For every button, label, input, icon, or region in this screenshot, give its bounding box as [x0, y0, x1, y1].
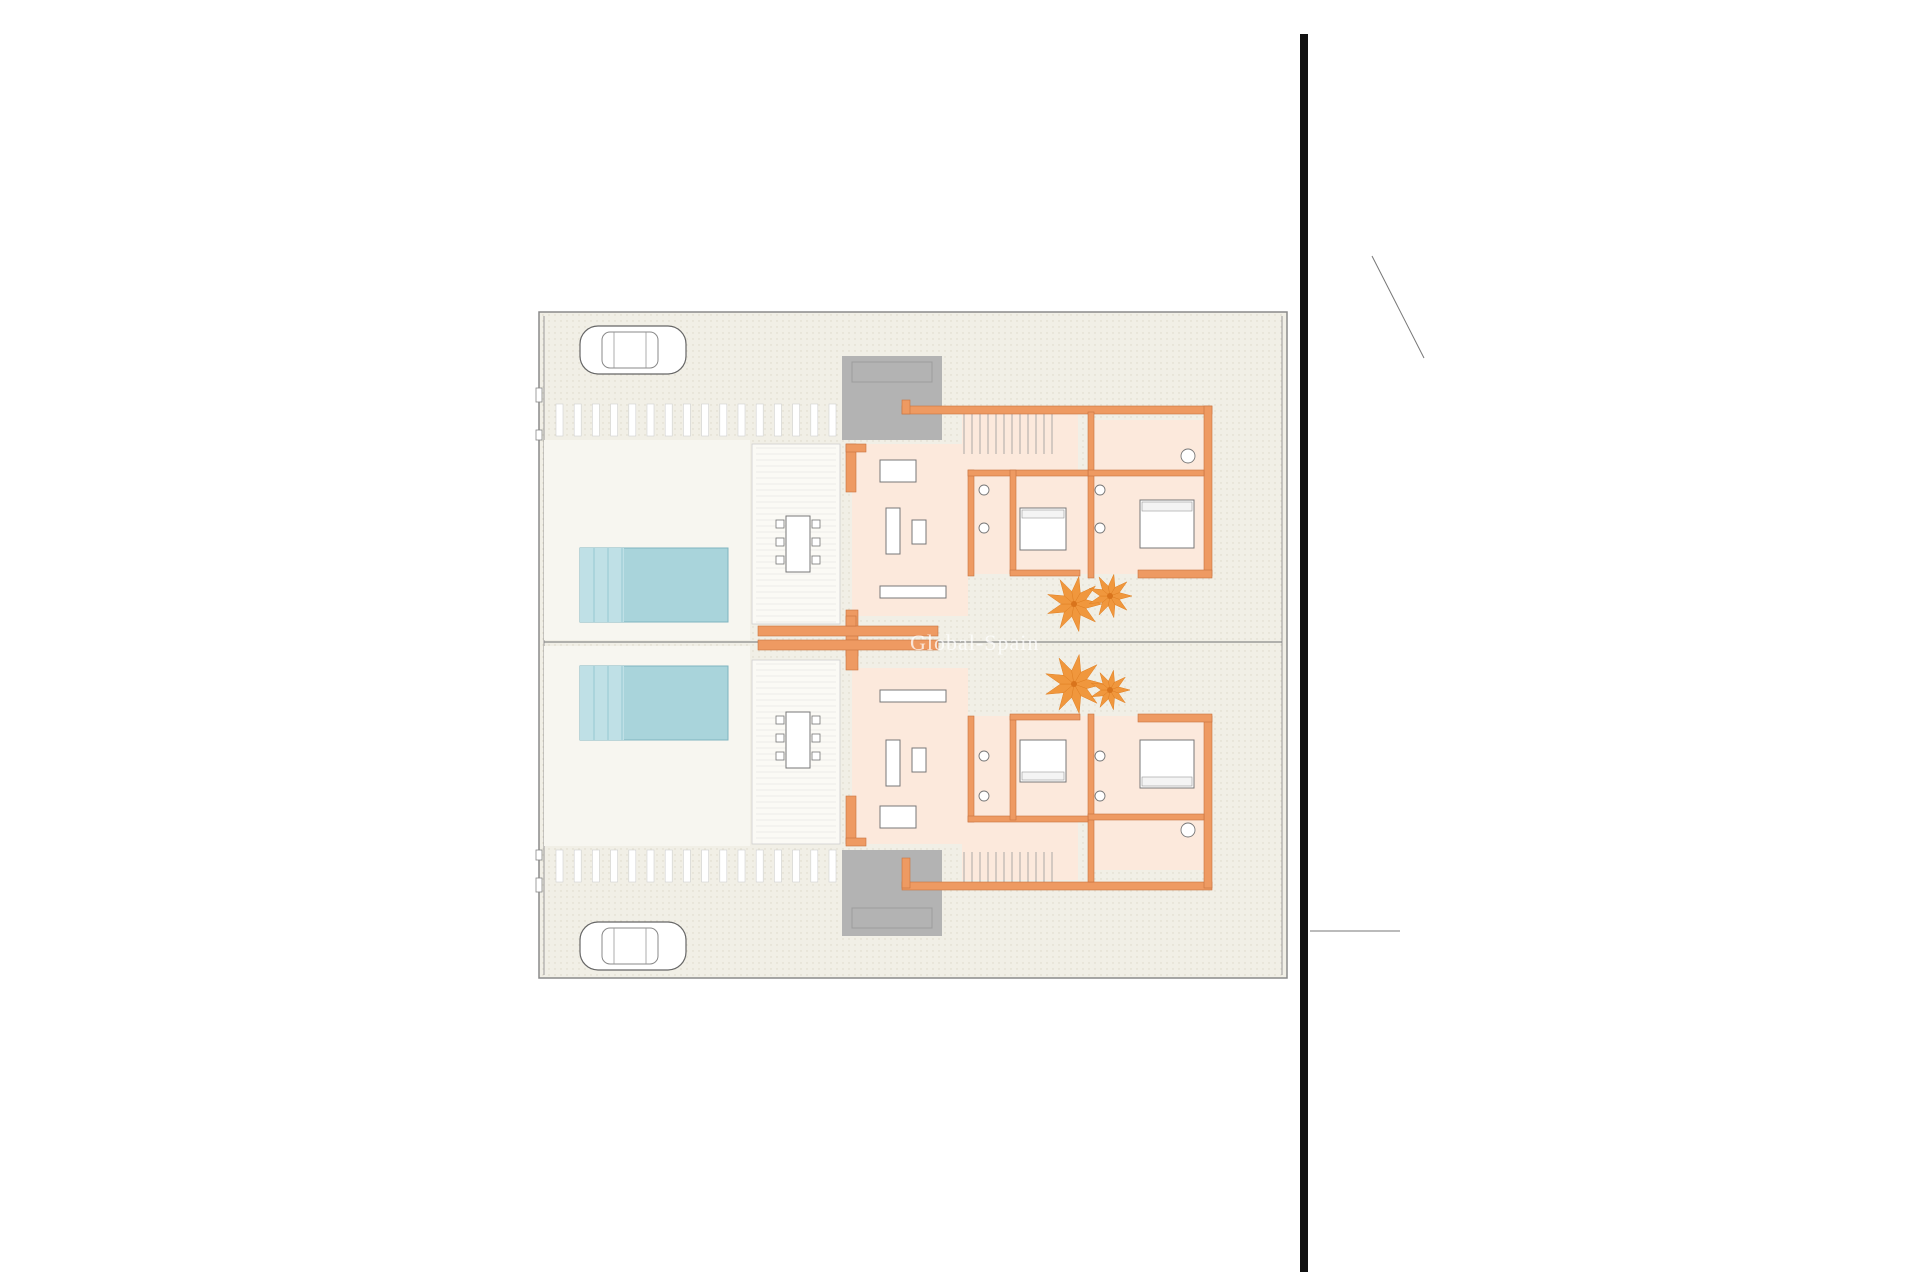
stepping-stone: [628, 403, 637, 437]
dining-table-icon: [879, 459, 917, 829]
bed-icon: [1019, 499, 1195, 789]
palm-icon: [1044, 573, 1133, 715]
stepping-stone: [555, 849, 564, 883]
pool-south: [579, 665, 729, 741]
bathroom-icon: [978, 448, 1196, 838]
annotation-line: [1371, 255, 1425, 359]
stepping-stone: [683, 849, 691, 883]
palm-icon: [1088, 573, 1133, 619]
stepping-stone: [810, 849, 819, 883]
stepping-stone: [792, 403, 800, 437]
dining-table-icon: [775, 711, 821, 769]
walls: [757, 399, 1213, 891]
stepping-stone: [774, 403, 782, 437]
stepping-stone: [701, 849, 709, 883]
palm-icon: [1090, 669, 1131, 711]
stepping-stone: [592, 403, 600, 437]
dining-table-icon: [775, 515, 821, 573]
stepping-stone: [719, 849, 728, 883]
stepping-stone: [701, 403, 709, 437]
car-icon: [579, 921, 687, 971]
stepping-stone: [555, 403, 564, 437]
stepping-stone: [646, 849, 655, 883]
pool-north: [579, 547, 729, 623]
stepping-stone: [628, 849, 637, 883]
stepping-stone: [646, 403, 655, 437]
sofa-icon: [885, 507, 927, 787]
watermark-text: Global-Spain: [910, 630, 1039, 655]
boundary-bar: [1300, 34, 1308, 1272]
house-interior-north: [852, 412, 1204, 616]
driveway-north: [842, 356, 942, 440]
stepping-stone: [828, 849, 837, 883]
stepping-stone: [810, 403, 819, 437]
car-icon: [579, 325, 687, 375]
palm-icon: [1046, 575, 1103, 633]
stepping-stone: [664, 403, 673, 437]
driveway-south: [842, 850, 942, 936]
stepping-stone: [719, 403, 728, 437]
stepping-stones: [555, 403, 837, 883]
stepping-stone: [683, 403, 691, 437]
stepping-stone: [592, 849, 600, 883]
stepping-stone: [737, 403, 746, 437]
stepping-stone: [664, 849, 673, 883]
stepping-stone: [573, 403, 582, 437]
stepping-stone: [755, 403, 764, 437]
staircase-icon: [963, 414, 1053, 882]
stepping-stone: [774, 849, 782, 883]
stepping-stone: [610, 849, 618, 883]
stepping-stone: [755, 849, 764, 883]
stepping-stone: [573, 849, 582, 883]
stepping-stone: [610, 403, 618, 437]
kitchen-counter: [879, 585, 947, 703]
stepping-stone: [737, 849, 746, 883]
palm-icon: [1044, 653, 1105, 715]
stepping-stone: [792, 849, 800, 883]
stepping-stone: [828, 403, 837, 437]
